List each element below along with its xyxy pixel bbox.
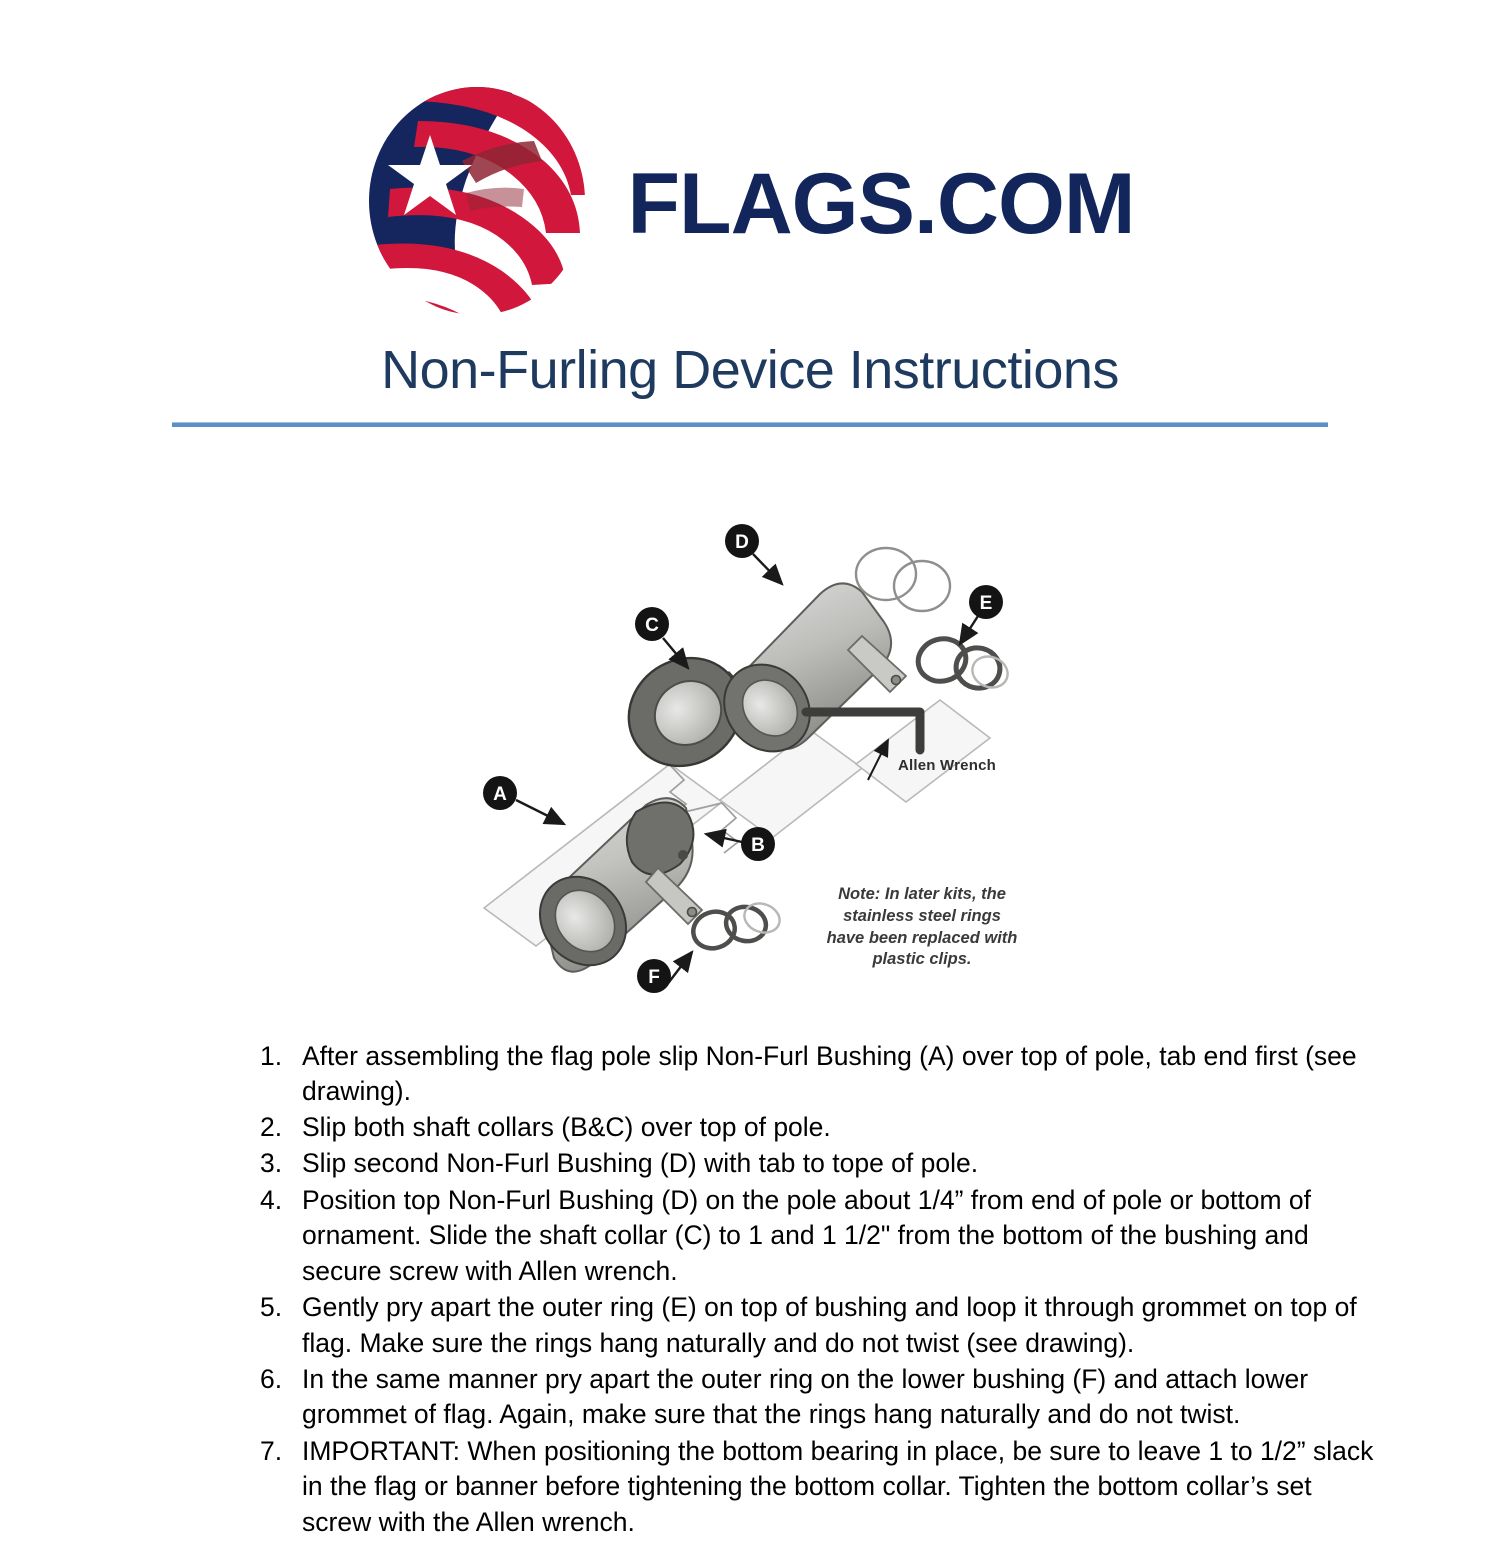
svg-text:C: C (645, 615, 659, 636)
callout-badge-b (741, 827, 775, 861)
list-item: 7. IMPORTANT: When positioning the botto… (254, 1434, 1374, 1541)
step-text: Gently pry apart the outer ring (E) on t… (302, 1291, 1357, 1358)
callout-badge-e (969, 585, 1003, 619)
svg-text:D: D (735, 532, 749, 553)
step-text: After assembling the flag pole slip Non-… (302, 1040, 1357, 1107)
flags-com-globe-logo-icon (366, 85, 588, 317)
svg-text:A: A (493, 784, 507, 805)
list-item: 1. After assembling the flag pole slip N… (254, 1039, 1374, 1110)
allen-wrench-label: Allen Wrench (898, 757, 996, 774)
step-text: Position top Non-Furl Bushing (D) on the… (302, 1184, 1312, 1286)
callout-badge-c (635, 607, 669, 641)
step-number: 4. (260, 1184, 283, 1215)
list-item: 2. Slip both shaft collars (B&C) over to… (254, 1110, 1374, 1146)
list-item: 6. In the same manner pry apart the oute… (254, 1362, 1374, 1433)
list-item: 3. Slip second Non-Furl Bushing (D) with… (254, 1146, 1374, 1182)
step-text: IMPORTANT: When positioning the bottom b… (302, 1435, 1374, 1537)
document-header: FLAGS.COM (0, 76, 1500, 326)
step-text: Slip second Non-Furl Bushing (D) with ta… (302, 1148, 979, 1179)
step-number: 5. (260, 1291, 283, 1322)
callout-badge-a (483, 776, 517, 810)
step-number: 6. (260, 1363, 283, 1394)
svg-text:B: B (751, 835, 765, 856)
brand-wordmark: FLAGS.COM (627, 156, 1136, 252)
step-text: Slip both shaft collars (B&C) over top o… (302, 1112, 831, 1143)
step-number: 1. (260, 1040, 283, 1071)
step-number: 3. (260, 1148, 283, 1179)
callout-badge-d (725, 524, 759, 558)
page-title: Non-Furling Device Instructions (381, 340, 1119, 400)
list-item: 5. Gently pry apart the outer ring (E) o… (254, 1290, 1374, 1361)
list-item: 4. Position top Non-Furl Bushing (D) on … (254, 1183, 1374, 1290)
step-text: In the same manner pry apart the outer r… (302, 1363, 1309, 1430)
instructions-list: 1. After assembling the flag pole slip N… (214, 1039, 1374, 1541)
callout-badge-f (637, 959, 671, 993)
diagram-note: Note: In later kits, the stainless steel… (826, 885, 1018, 969)
exploded-assembly-diagram: D C E A B F (470, 512, 1040, 994)
svg-text:E: E (980, 593, 993, 614)
document-page: FLAGS.COM Non-Furling Device Instruction… (0, 76, 1500, 1537)
title-divider (172, 422, 1328, 427)
svg-text:F: F (648, 967, 660, 988)
step-number: 7. (260, 1435, 283, 1466)
step-number: 2. (260, 1112, 283, 1143)
